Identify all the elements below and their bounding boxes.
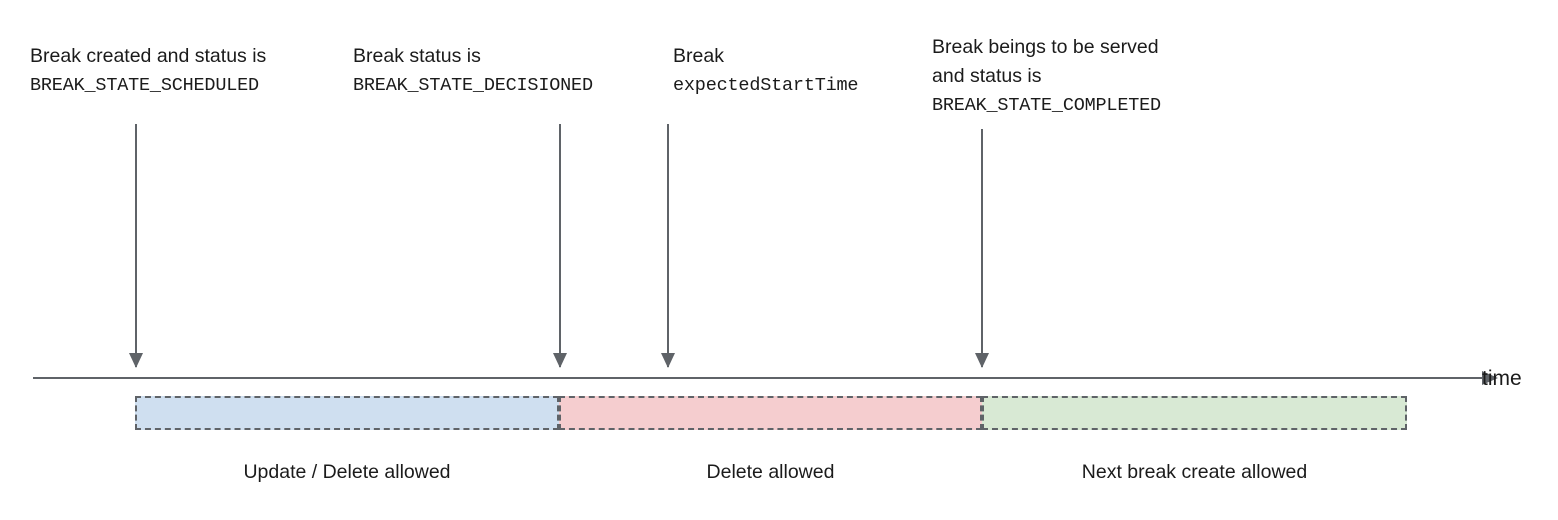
arrow-right-icon — [1482, 370, 1498, 385]
phase-caption-update-delete-allowed: Update / Delete allowed — [243, 461, 451, 483]
phase-bar-next-break-create-allowed — [982, 396, 1407, 430]
arrow-head — [661, 353, 675, 368]
annotation-line-code: expectedStartTime — [673, 75, 859, 96]
annotation-line: Break beings to be served — [932, 36, 1159, 58]
arrow-down-icon-break-decisioned — [553, 124, 567, 368]
phase-caption-delete-allowed: Delete allowed — [706, 461, 835, 483]
annotation-break-completed: Break beings to be served and status is … — [932, 33, 1161, 120]
annotation-line-code: BREAK_STATE_DECISIONED — [353, 75, 593, 96]
arrow-down-icon-break-created — [129, 124, 143, 368]
arrow-shaft — [667, 124, 669, 367]
arrow-shaft — [135, 124, 137, 367]
annotation-line: Break status is — [353, 45, 481, 67]
time-axis-label: time — [1482, 367, 1522, 390]
annotation-line: Break — [673, 45, 724, 67]
annotation-break-decisioned: Break status is BREAK_STATE_DECISIONED — [353, 42, 593, 100]
arrow-head — [975, 353, 989, 368]
arrow-down-icon-break-completed — [975, 129, 989, 368]
phase-caption-next-break-create-allowed: Next break create allowed — [1081, 461, 1308, 483]
annotation-line-code: BREAK_STATE_COMPLETED — [932, 95, 1161, 116]
arrow-head — [553, 353, 567, 368]
annotation-line: Break created and status is — [30, 45, 267, 67]
annotation-break-created: Break created and status is BREAK_STATE_… — [30, 42, 266, 100]
annotation-line: and status is — [932, 65, 1042, 87]
axis-line — [33, 377, 1482, 379]
annotation-expected-start-time: Break expectedStartTime — [673, 42, 859, 100]
annotation-line-code: BREAK_STATE_SCHEDULED — [30, 75, 259, 96]
phase-bar-update-delete-allowed — [135, 396, 559, 430]
phase-bar-delete-allowed — [559, 396, 982, 430]
arrow-down-icon-expected-start-time — [661, 124, 675, 368]
arrow-head — [129, 353, 143, 368]
arrow-shaft — [981, 129, 983, 367]
arrow-shaft — [559, 124, 561, 367]
